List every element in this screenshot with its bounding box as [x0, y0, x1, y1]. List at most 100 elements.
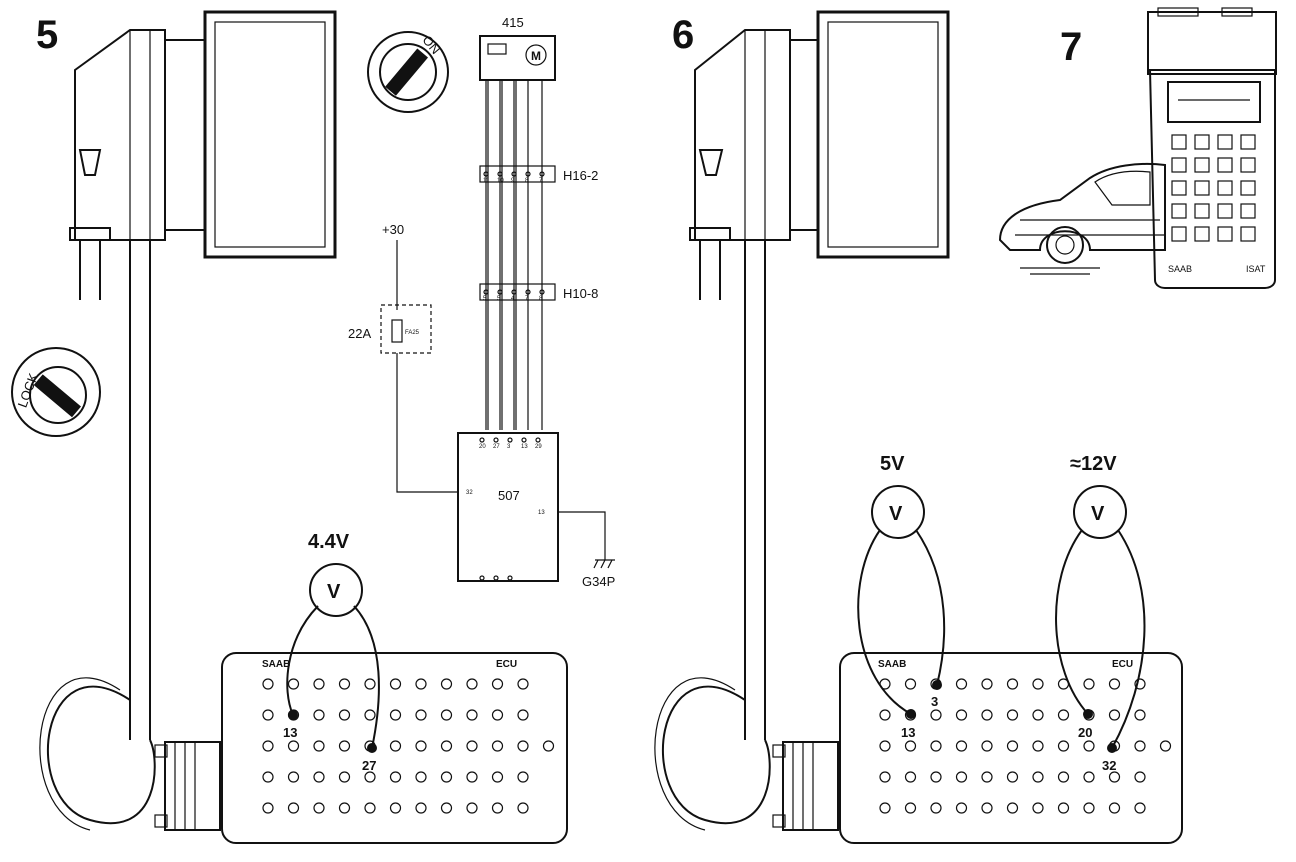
pin-label: 32	[1102, 758, 1116, 773]
breakout-hole	[491, 771, 504, 783]
fuse-element	[391, 319, 403, 343]
tester-key[interactable]	[1217, 157, 1233, 173]
breakout-hole	[1134, 709, 1146, 721]
breakout-hole	[904, 678, 917, 690]
h16-pin-label: 9	[511, 178, 515, 184]
h10-pin-hole	[497, 289, 503, 295]
tester-key[interactable]	[1171, 180, 1187, 196]
tester-key[interactable]	[1217, 180, 1233, 196]
step-5-number: 5	[36, 13, 58, 57]
tester-key[interactable]	[1240, 226, 1256, 242]
breakout-hole	[313, 802, 325, 814]
tester-key[interactable]	[1240, 134, 1256, 150]
breakout-brand: SAAB	[878, 659, 906, 670]
tester-key[interactable]	[1194, 226, 1210, 242]
step6-reading-a: 5V	[880, 453, 905, 475]
breakout-hole	[440, 678, 453, 690]
tester-key[interactable]	[1171, 134, 1187, 150]
breakout-hole	[1032, 740, 1044, 752]
h16-pin-hole	[539, 171, 545, 177]
breakout-hole	[955, 740, 968, 752]
tester-screen	[1167, 81, 1261, 123]
breakout-hole	[879, 771, 891, 783]
breakout-hole	[517, 709, 529, 721]
breakout-hole	[389, 802, 402, 814]
ecu-top-pin-hole	[479, 437, 485, 443]
ecu-pin-13: 13	[538, 510, 545, 516]
tester-key[interactable]	[1194, 157, 1210, 173]
voltmeter-symbol: V	[889, 503, 903, 525]
breakout-hole	[517, 740, 529, 752]
breakout-hole	[1083, 771, 1095, 783]
component-415-label: 415	[502, 15, 524, 30]
breakout-hole	[440, 771, 453, 783]
ground-icon	[593, 559, 615, 569]
breakout-hole	[981, 771, 993, 783]
step6-breakout-box: SAAB ECU	[839, 652, 1183, 844]
breakout-hole	[262, 678, 274, 690]
pin-label: 3	[931, 694, 938, 709]
breakout-hole	[1083, 802, 1095, 814]
breakout-hole	[415, 678, 427, 690]
tester-key[interactable]	[1217, 203, 1233, 219]
h16-pin-label: 11	[483, 178, 490, 184]
breakout-hole	[955, 709, 968, 721]
breakout-hole	[338, 678, 351, 690]
h10-pin-label: 5	[497, 296, 501, 302]
breakout-hole	[1108, 709, 1121, 721]
breakout-hole	[955, 802, 968, 814]
h10-pin-hole	[539, 289, 545, 295]
breakout-hole	[1032, 709, 1044, 721]
breakout-hole	[981, 709, 993, 721]
h16-pin-hole	[483, 171, 489, 177]
breakout-hole	[491, 740, 504, 752]
tester-key[interactable]	[1240, 180, 1256, 196]
h16-pin-hole	[497, 171, 503, 177]
ecu-top-pin-label: 29	[535, 444, 542, 450]
breakout-hole	[364, 771, 376, 783]
breakout-hole	[1032, 802, 1044, 814]
h10-pin-label: 7	[525, 296, 529, 302]
tester-key[interactable]	[1194, 134, 1210, 150]
breakout-hole	[955, 771, 968, 783]
voltmeter-symbol: V	[327, 581, 341, 603]
h16-pin-label: 10	[497, 178, 504, 184]
motor-symbol: M	[531, 49, 541, 63]
tester-key[interactable]	[1194, 203, 1210, 219]
breakout-hole	[440, 709, 453, 721]
tester-brand: SAAB	[1168, 264, 1192, 274]
breakout-hole	[1032, 771, 1044, 783]
tester-key[interactable]	[1171, 203, 1187, 219]
breakout-hole	[262, 802, 274, 814]
tester-model: ISAT	[1246, 264, 1266, 274]
tester-key[interactable]	[1217, 226, 1233, 242]
tester-key[interactable]	[1194, 180, 1210, 196]
breakout-hole	[287, 678, 300, 690]
h10-pin-hole	[511, 289, 517, 295]
h10-pin-label: 4	[511, 296, 515, 302]
breakout-hole	[1057, 740, 1070, 752]
breakout-hole	[1134, 740, 1146, 752]
breakout-hole	[1057, 771, 1070, 783]
pin-label: 13	[283, 725, 297, 740]
breakout-hole	[1134, 771, 1146, 783]
tester-key[interactable]	[1171, 226, 1187, 242]
breakout-hole	[879, 740, 891, 752]
tester-key[interactable]	[1217, 134, 1233, 150]
breakout-hole	[955, 678, 968, 690]
breakout-hole	[415, 771, 427, 783]
tester-key[interactable]	[1240, 203, 1256, 219]
breakout-hole	[287, 802, 300, 814]
ecu-top-pin-hole	[493, 437, 499, 443]
pin-label: 13	[901, 725, 915, 740]
h10-pin-label: 8	[539, 296, 543, 302]
breakout-model: ECU	[1112, 659, 1133, 670]
tester-key[interactable]	[1240, 157, 1256, 173]
breakout-hole	[904, 771, 917, 783]
ecu-top-pin-hole	[507, 437, 513, 443]
h10-label: H10-8	[563, 286, 598, 301]
connector-h16-2	[479, 165, 556, 183]
ignition-switch-lock: LOCK	[11, 347, 101, 437]
tester-key[interactable]	[1171, 157, 1187, 173]
